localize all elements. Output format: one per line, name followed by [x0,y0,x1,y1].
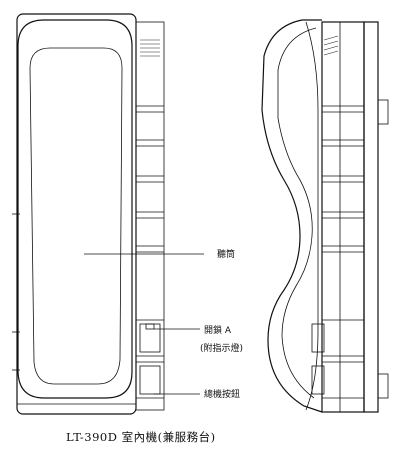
side-panel-dividers [322,105,364,399]
indicator-label: (附指示燈) [200,342,243,354]
handset-inner-outline [29,47,123,385]
wall-plate [363,21,379,413]
call-button [139,365,161,395]
unlock-label: 開鎖 A [204,324,232,336]
front-body-outline [16,13,137,415]
front-view [12,13,165,415]
side-view [261,19,389,413]
connector-top [377,99,389,125]
front-panel-dividers [136,105,164,399]
caption: LT-390D 室內機(兼服務台) [66,430,216,444]
indicator-light [145,323,155,330]
side-body [321,21,365,413]
front-vent-slats [140,39,160,57]
side-vent-slats [323,35,339,56]
side-call-button [311,365,325,395]
front-side-panel [135,21,165,411]
handset-label: 聽筒 [217,248,235,260]
call-button-label: 總機按鈕 [204,388,240,400]
unlock-button [139,323,161,353]
handset-outline [17,19,133,399]
connector-bottom [377,373,389,399]
handset-profile-inner [277,27,317,399]
handset-profile [261,19,323,413]
